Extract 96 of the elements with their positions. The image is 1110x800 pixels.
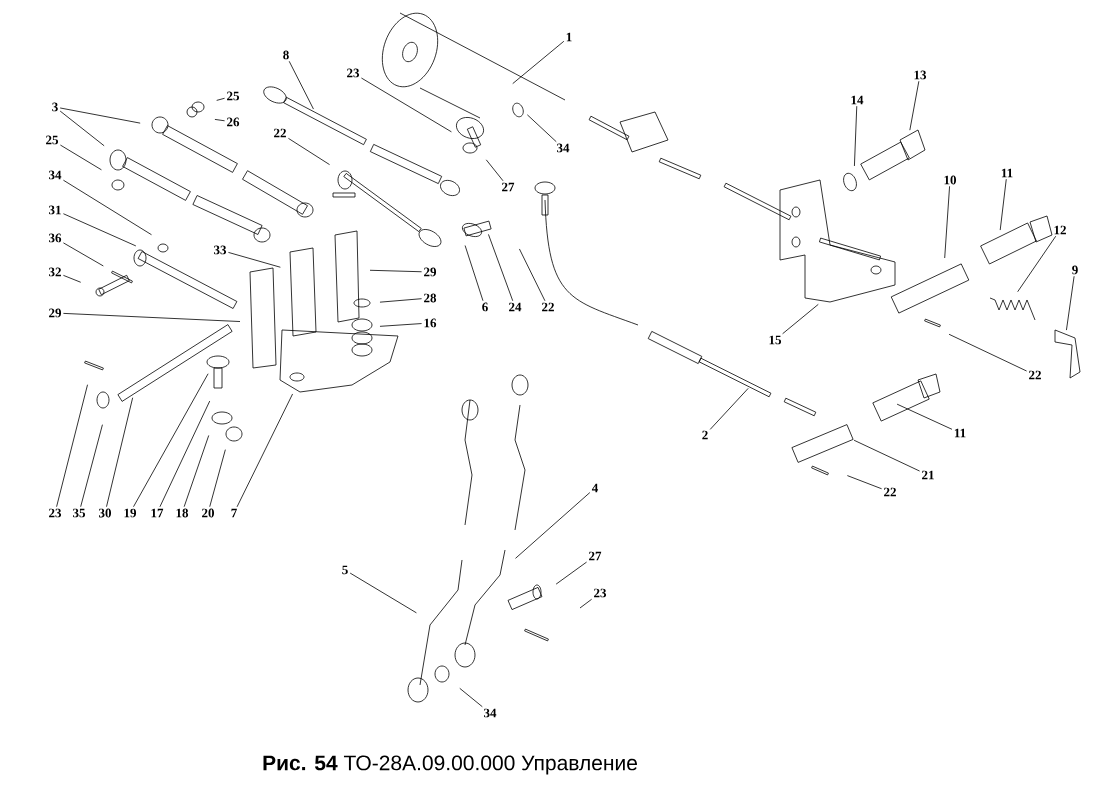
callout-number: 31 xyxy=(49,205,61,215)
leader-line xyxy=(519,248,546,302)
callout-number: 22 xyxy=(1029,370,1041,380)
callout-number: 9 xyxy=(1072,265,1078,275)
leader-line xyxy=(999,178,1007,231)
leader-line xyxy=(1066,275,1075,331)
leader-line xyxy=(379,323,422,327)
leader-line xyxy=(1017,235,1057,293)
callout-number: 33 xyxy=(214,245,227,255)
callout-number: 13 xyxy=(914,70,927,80)
callout-number: 5 xyxy=(342,565,348,575)
callout-number: 35 xyxy=(73,508,85,518)
leader-line xyxy=(349,572,417,614)
callout-number: 29 xyxy=(49,308,62,318)
leader-line xyxy=(228,252,281,268)
callout-number: 27 xyxy=(589,551,602,561)
callout-number: 22 xyxy=(542,302,554,312)
callout-number: 21 xyxy=(922,470,934,480)
callout-number: 10 xyxy=(944,175,956,185)
leader-line xyxy=(488,234,514,302)
callout-number: 14 xyxy=(851,95,864,105)
leader-line xyxy=(63,179,152,236)
leader-line xyxy=(948,333,1027,372)
leader-line xyxy=(106,397,134,508)
leader-line xyxy=(133,373,209,508)
leader-line xyxy=(214,119,225,122)
leader-line xyxy=(853,439,920,472)
leader-line xyxy=(63,274,82,283)
leader-line xyxy=(579,598,593,609)
leader-line xyxy=(209,449,226,508)
leader-line xyxy=(846,475,882,490)
leader-line xyxy=(361,77,452,133)
leader-line xyxy=(183,435,210,508)
callout-number: 15 xyxy=(769,335,782,345)
callout-number: 26 xyxy=(227,117,240,127)
callout-number: 34 xyxy=(484,708,497,718)
leader-line xyxy=(63,313,241,322)
leader-line xyxy=(159,400,211,508)
callout-number: 2 xyxy=(702,430,708,440)
leader-line xyxy=(944,185,950,259)
callout-number: 25 xyxy=(227,91,240,101)
leader-line xyxy=(515,492,591,559)
callout-number: 4 xyxy=(591,483,598,493)
callout-number: 22 xyxy=(884,487,896,497)
callout-number: 8 xyxy=(283,50,289,60)
callout-number: 20 xyxy=(202,508,214,518)
leader-line xyxy=(63,242,104,267)
leader-line xyxy=(709,387,749,430)
leader-line xyxy=(526,114,557,143)
callout-number: 11 xyxy=(1001,168,1013,178)
callout-number: 25 xyxy=(46,135,58,145)
leader-line xyxy=(459,687,483,708)
callout-number: 23 xyxy=(594,588,607,598)
callout-number: 18 xyxy=(176,508,189,518)
callout-number: 11 xyxy=(954,428,966,438)
callout-number: 30 xyxy=(99,508,111,518)
leader-line xyxy=(512,40,565,84)
callout-number: 22 xyxy=(274,128,286,138)
callout-number: 23 xyxy=(347,68,360,78)
leader-line xyxy=(288,60,314,110)
leader-line xyxy=(555,561,587,585)
callout-number: 36 xyxy=(49,233,62,243)
callout-number: 23 xyxy=(49,508,62,518)
callout-number: 1 xyxy=(566,32,572,42)
callout-number: 3 xyxy=(52,102,58,112)
leader-line xyxy=(288,137,330,165)
callout-number: 16 xyxy=(424,318,437,328)
callout-number: 34 xyxy=(49,170,62,180)
leader-line xyxy=(485,159,504,182)
leader-line xyxy=(80,424,103,508)
leader-line xyxy=(236,393,293,508)
callout-number: 32 xyxy=(49,267,61,277)
leader-line xyxy=(369,269,422,273)
leader-line xyxy=(909,80,920,131)
callout-number: 24 xyxy=(509,302,522,312)
leader-line xyxy=(854,105,858,167)
leader-line xyxy=(59,107,141,124)
callout-number: 28 xyxy=(424,293,437,303)
leader-line xyxy=(464,245,484,302)
leader-line xyxy=(60,144,102,171)
callout-number: 19 xyxy=(124,508,137,518)
callout-number: 17 xyxy=(151,508,164,518)
callout-number: 7 xyxy=(231,508,237,518)
leader-line xyxy=(782,303,819,335)
callout-number: 6 xyxy=(482,302,488,312)
leader-line xyxy=(896,403,953,430)
callout-number: 12 xyxy=(1054,225,1066,235)
callout-number: 29 xyxy=(424,267,437,277)
leader-line xyxy=(63,213,137,247)
leader-line xyxy=(59,110,105,147)
leader-line xyxy=(379,298,422,303)
callout-number: 34 xyxy=(557,143,570,153)
callout-number: 27 xyxy=(502,182,515,192)
figure-caption: Рис. 54 ТО-28А.09.00.000 Управление xyxy=(263,755,637,775)
leader-line xyxy=(56,384,88,508)
leader-line xyxy=(216,97,225,101)
